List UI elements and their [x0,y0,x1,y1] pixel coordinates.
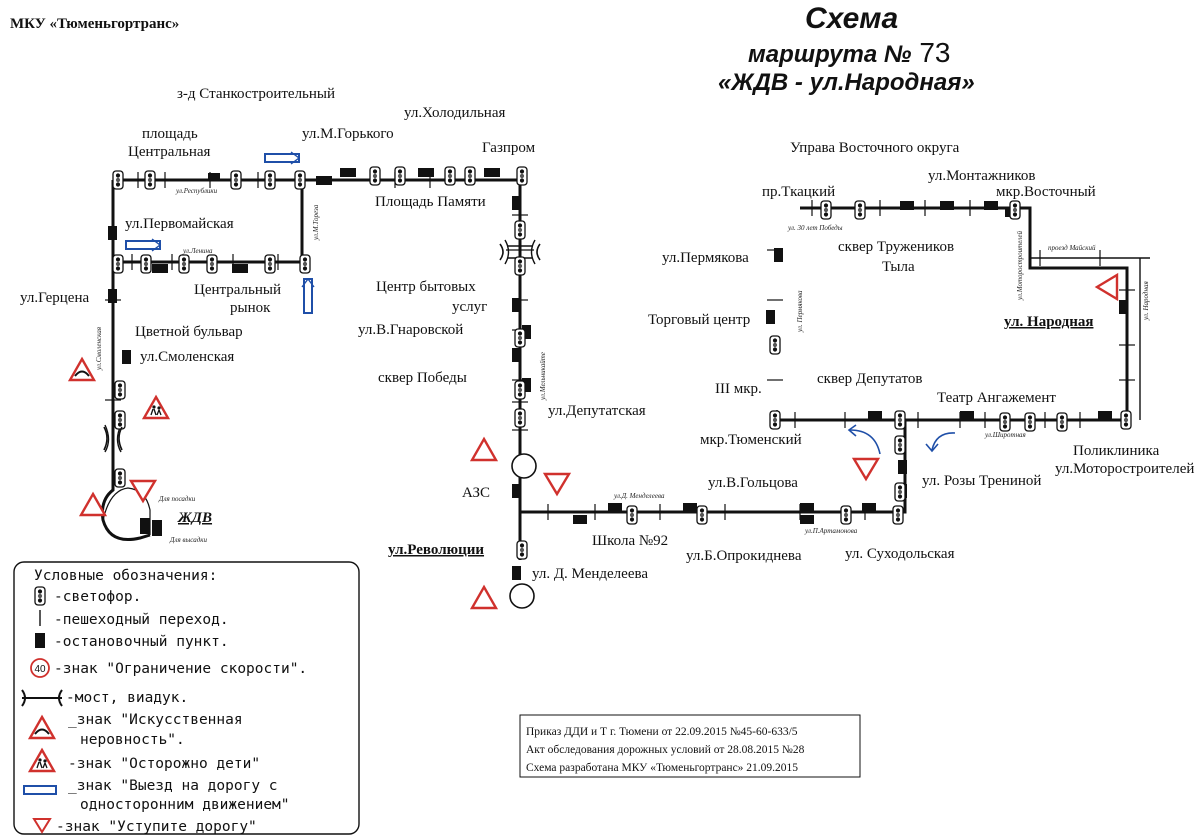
stop-label: пр.Ткацкий [762,184,835,200]
stop-label: ул. Д. Менделеева [532,566,648,582]
roundabouts [509,453,537,609]
street-label: ул.М.Тореза [312,204,320,241]
stop-label: ул.Моторостроителей [1055,461,1194,477]
stop-label: сквер Победы [378,370,467,386]
stop-label: мкр.Восточный [996,184,1096,200]
legend-item: -остановочный пункт. [54,634,229,650]
stop-label: Для посадки [158,495,196,503]
note-line: Схема разработана МКУ «Тюменьгортранс» 2… [526,762,798,774]
street-label: ул.Широтная [984,431,1026,439]
stop-label: ул.Пермякова [662,250,749,266]
street-label: ул.Республики [175,187,218,195]
stop-labels: площадь Центральная з-д Станкостроительн… [20,86,1194,582]
stop-label: ул.Герцена [20,290,89,306]
legend-item: _знак "Искусственная [68,712,243,728]
stop-label: АЗС [462,485,490,501]
stop-label: III мкр. [715,381,762,397]
street-label: ул.Мельникайте [539,352,547,401]
street-label: ул.П.Артамонова [804,527,858,535]
stop-label: Для высадки [169,536,208,544]
side-roads [104,239,1150,462]
org-name: МКУ «Тюменьгортранс» [10,16,179,32]
stop-label: услуг [452,299,487,315]
stop-label: з-д Станкостроительный [177,86,335,102]
stop-label: Центральная [128,144,211,160]
stop-label: ул.Б.Опрокиднева [686,548,802,564]
legend-item: -мост, виадук. [66,690,188,706]
bridge-symbols [103,243,541,451]
legend-item: неровность". [80,732,185,748]
approval-notes: Приказ ДДИ и Т г. Тюмени от 22.09.2015 №… [519,714,861,778]
street-label: ул. Пермякова [796,290,804,333]
legend-item: -светофор. [54,589,141,605]
stop-label: ул.В.Гольцова [708,475,798,491]
stop-label: рынок [230,300,271,316]
stop-label: Цветной бульвар [135,324,243,340]
stop-label: Газпром [482,140,536,156]
street-label: ул.Смоленская [95,327,103,371]
note-line: Акт обследования дорожных условий от 28.… [526,744,805,756]
street-label: ул.Д. Менделеева [613,492,665,500]
stop-label: ул.Революции [388,542,484,558]
pedestrian-crossings [105,172,1135,520]
legend-title: Условные обозначения: [34,568,217,584]
road-signs [68,151,1119,610]
stop-label: сквер Депутатов [817,371,922,387]
street-label: ул.Моторостроителей [1016,231,1024,301]
title-line3: «ЖДВ - ул.Народная» [718,69,975,96]
stop-label: ул.Первомайская [125,216,234,232]
street-label: ул. 30 лет Победы [787,224,843,232]
stop-label: Тыла [882,259,915,275]
turn-arrows [847,424,956,455]
street-label: ул. Народная [1142,281,1150,321]
legend-item: -пешеходный переход. [54,612,229,628]
stop-label: мкр.Тюменский [700,432,802,448]
legend-item: _знак "Выезд на дорогу с [68,778,278,794]
stop-label: ул.Депутатская [548,403,646,419]
stop-label: ул. Суходольская [845,546,955,562]
street-label: ул.Ленина [182,247,213,255]
stop-label: площадь [142,126,198,142]
speed-limit-value: 40 [34,664,46,675]
stop-label: Центральный [194,282,281,298]
stop-label: ул.Смоленская [140,349,234,365]
title-line1: Схема [805,2,898,35]
legend-item: -знак "Осторожно дети" [68,756,260,772]
stop-label: ул. Народная [1004,314,1093,330]
stop-label: Поликлиника [1073,443,1160,459]
stop-label: ул.В.Гнаровской [358,322,463,338]
stop-label: ЖДВ [177,510,212,526]
stop-label: сквер Тружеников [838,239,954,255]
stop-label: ул.М.Горького [302,126,394,142]
note-line: Приказ ДДИ и Т г. Тюмени от 22.09.2015 №… [526,726,798,738]
legend-item: односторонним движением" [80,797,290,813]
traffic-lights [112,166,1132,560]
legend-item: -знак "Уступите дорогу" [56,819,257,835]
legend: Условные обозначения: -светофор. -пешехо… [13,561,360,835]
stop-label: Торговый центр [648,312,750,328]
stop-label: Театр Ангажемент [937,390,1056,406]
stop-label: Центр бытовых [376,279,476,295]
stop-label: ул.Холодильная [404,105,505,121]
bus-stops [108,168,1128,580]
stop-label: ул. Розы Трениной [922,473,1041,489]
stop-label: Управа Восточного округа [790,140,960,156]
street-labels: ул.Республики ул.Ленина ул.М.Тореза ул.С… [95,187,1150,535]
stop-label: ул.Монтажников [928,168,1036,184]
legend-item: -знак "Ограничение скорости". [54,661,307,677]
street-label: проезд Майский [1048,244,1096,252]
stop-label: Площадь Памяти [375,194,486,210]
stop-label: Школа №92 [592,533,668,549]
